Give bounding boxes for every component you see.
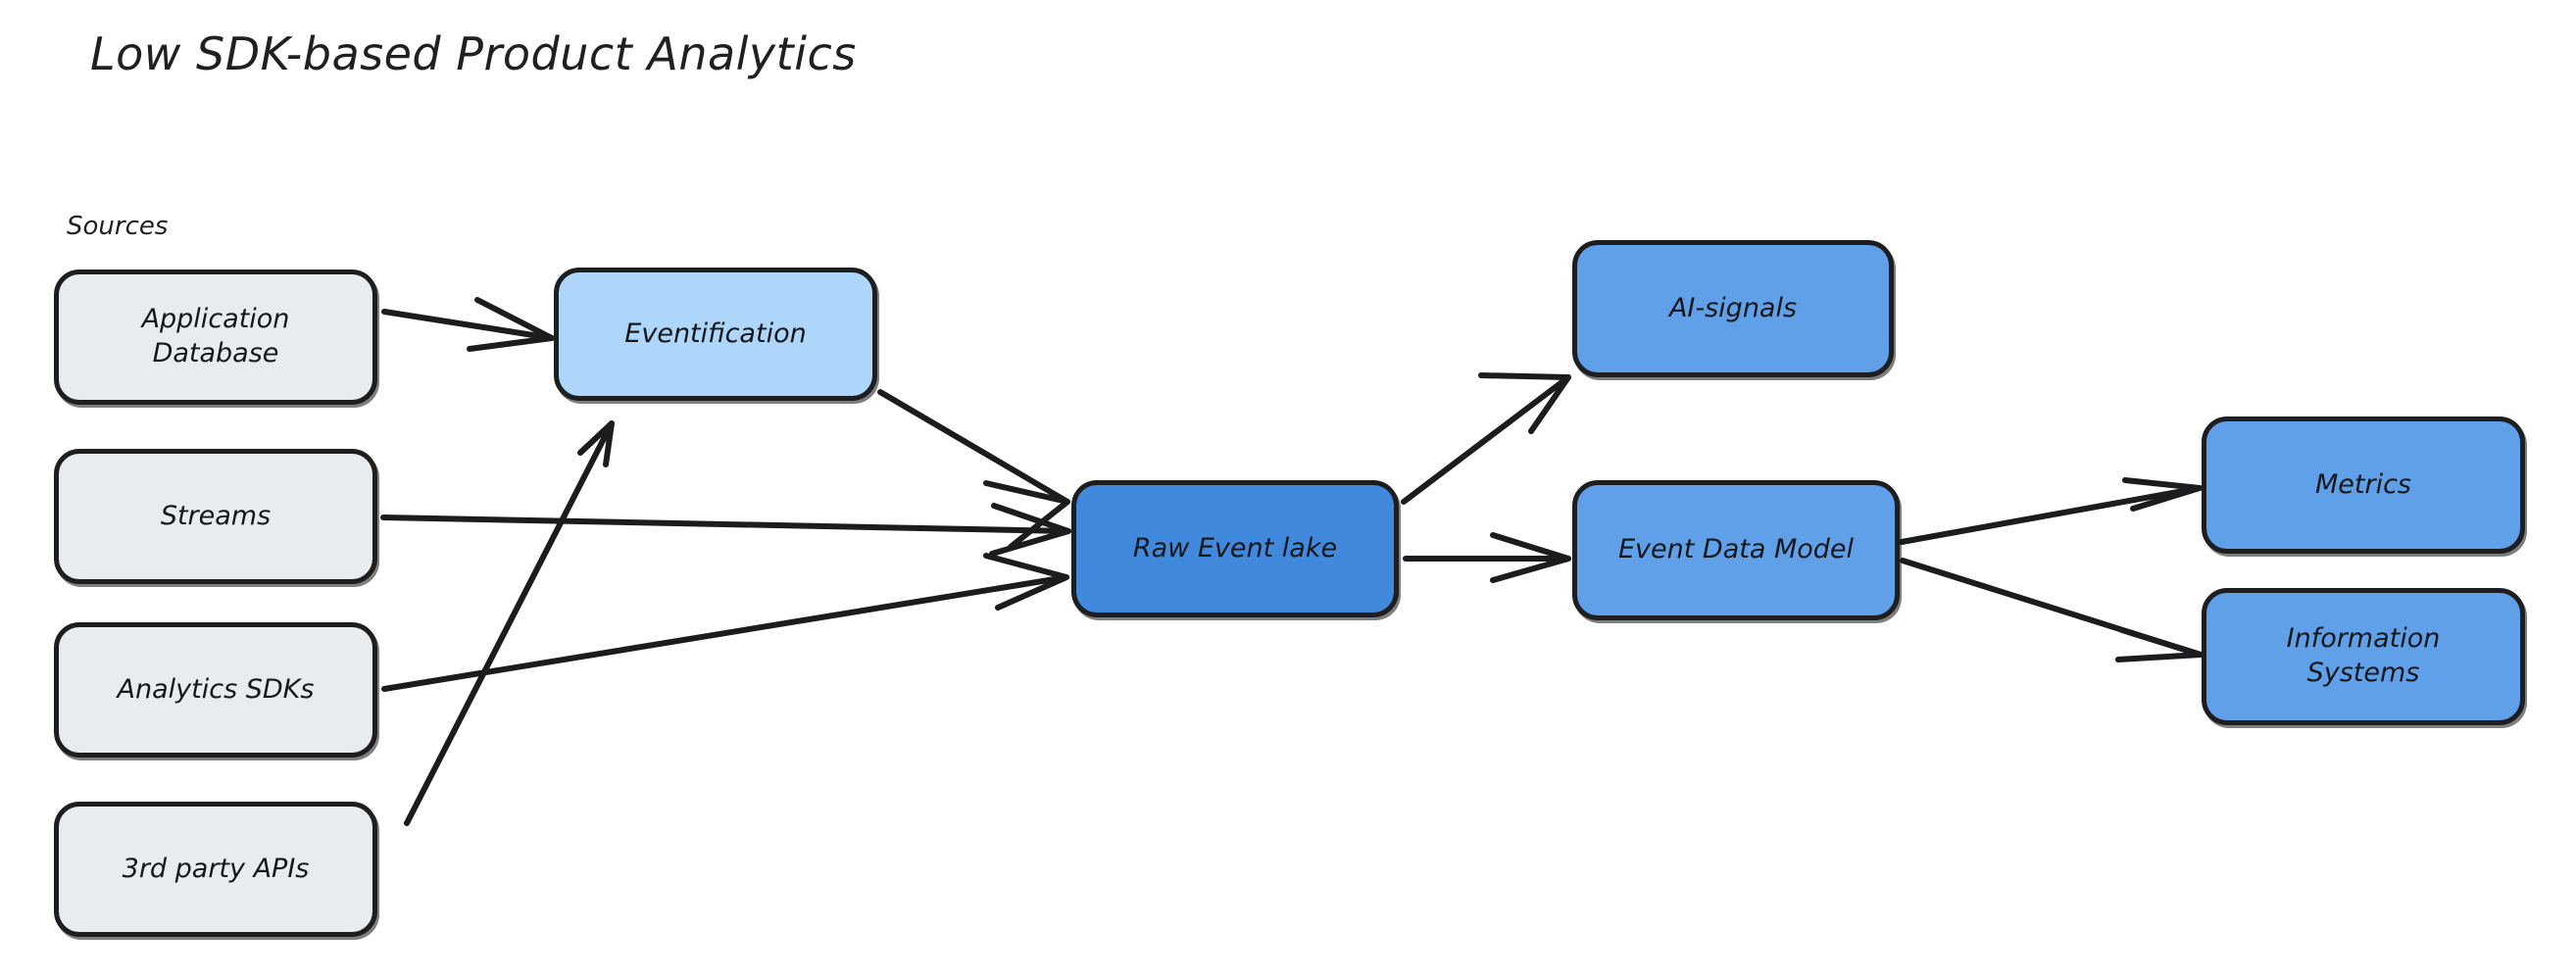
- node-raw-event-lake[interactable]: Raw Event lake: [1071, 480, 1399, 617]
- edge-application-database-to-eventification: [381, 297, 555, 352]
- node-label: Information Systems: [2286, 623, 2441, 688]
- node-analytics-sdks[interactable]: Analytics SDKs: [54, 622, 377, 758]
- node-label: Streams: [160, 500, 272, 531]
- node-metrics[interactable]: Metrics: [2202, 416, 2525, 554]
- node-label: Event Data Model: [1617, 534, 1855, 565]
- node-application-database[interactable]: Application Database: [54, 270, 377, 405]
- edge-raw-event-lake-to-event-data-model: [1403, 532, 1571, 583]
- node-label: AI-signals: [1668, 292, 1798, 323]
- node-label: Analytics SDKs: [117, 673, 315, 705]
- edge-third-party-apis-to-eventification: [404, 420, 615, 826]
- edge-event-data-model-to-information-systems: [1900, 558, 2204, 662]
- node-third-party-apis[interactable]: 3rd party APIs: [54, 802, 377, 937]
- node-label: Metrics: [2314, 468, 2411, 500]
- node-eventification[interactable]: Eventification: [554, 268, 877, 401]
- sources-group-label: Sources: [67, 212, 169, 241]
- edge-streams-to-raw-event-lake: [380, 503, 1071, 557]
- page-title: Low SDK-based Product Analytics: [90, 27, 857, 80]
- edge-eventification-to-raw-event-lake: [877, 389, 1070, 550]
- node-information-systems[interactable]: Information Systems: [2202, 588, 2525, 725]
- node-streams[interactable]: Streams: [54, 449, 377, 584]
- node-event-data-model[interactable]: Event Data Model: [1572, 480, 1900, 620]
- node-label: Raw Event lake: [1132, 532, 1338, 564]
- edge-raw-event-lake-to-ai-signals: [1401, 372, 1571, 505]
- node-label: Eventification: [624, 318, 807, 349]
- node-ai-signals[interactable]: AI-signals: [1572, 240, 1894, 377]
- node-label: 3rd party APIs: [122, 853, 310, 884]
- edge-analytics-sdks-to-raw-event-lake: [381, 553, 1069, 692]
- edge-event-data-model-to-metrics: [1899, 477, 2203, 545]
- node-label: Application Database: [141, 304, 290, 368]
